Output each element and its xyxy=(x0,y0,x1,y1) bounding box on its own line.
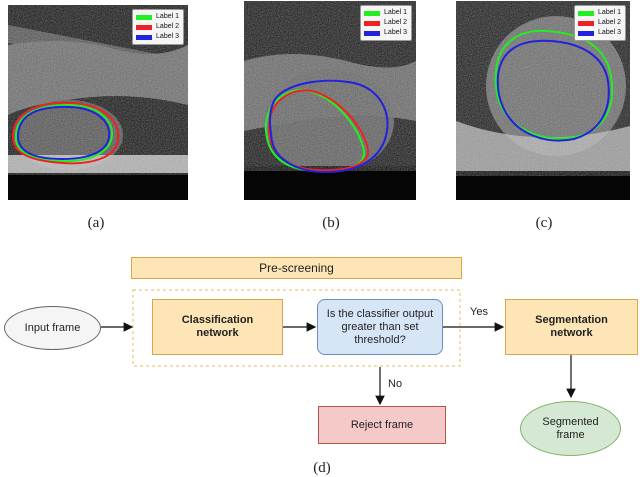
legend-item: Label 2 xyxy=(364,18,407,28)
ultrasound-image-b: Label 1 Label 2 Label 3 xyxy=(244,1,416,200)
legend-swatch xyxy=(136,24,153,30)
no-label: No xyxy=(388,378,403,390)
caption-b: (b) xyxy=(322,215,340,231)
yes-label: Yes xyxy=(470,306,488,318)
legend-swatch xyxy=(364,30,381,36)
contour-label-1 xyxy=(264,89,366,173)
caption-c: (c) xyxy=(535,215,553,231)
legend-label: Label 3 xyxy=(598,29,621,36)
decision-box: Is the classifier output greater than se… xyxy=(317,299,443,355)
legend-swatch xyxy=(136,34,153,40)
ultrasound-image-c: Label 1 Label 2 Label 3 xyxy=(456,1,630,200)
legend-label: Label 1 xyxy=(156,13,179,20)
prescreening-label: Pre-screening xyxy=(259,260,334,275)
input-frame-label: Input frame xyxy=(24,321,81,334)
segmentation-label: Segmentation network xyxy=(535,314,608,339)
legend-label: Label 2 xyxy=(156,23,179,30)
input-frame-node: Input frame xyxy=(4,306,101,350)
legend-label: Label 1 xyxy=(384,9,407,16)
legend: Label 1 Label 2 Label 3 xyxy=(132,9,184,45)
legend-item: Label 1 xyxy=(364,8,407,18)
reject-frame-box: Reject frame xyxy=(318,406,446,444)
classification-network-box: Classification network xyxy=(152,299,283,355)
legend-swatch xyxy=(578,20,595,26)
legend-label: Label 3 xyxy=(156,33,179,40)
legend-item: Label 1 xyxy=(136,12,179,22)
segmentation-network-box: Segmentation network xyxy=(505,299,638,355)
legend-item: Label 2 xyxy=(136,22,179,32)
legend-swatch xyxy=(364,20,381,26)
prescreening-box: Pre-screening xyxy=(131,257,462,279)
legend-label: Label 1 xyxy=(598,9,621,16)
legend: Label 1 Label 2 Label 3 xyxy=(360,5,412,41)
ultrasound-image-a: Label 1 Label 2 Label 3 xyxy=(8,5,188,200)
caption-d: (d) xyxy=(313,460,331,476)
legend-swatch xyxy=(136,14,153,20)
legend-swatch xyxy=(578,30,595,36)
contour-label-2 xyxy=(11,101,120,165)
classification-label: Classification network xyxy=(181,314,254,339)
legend-item: Label 3 xyxy=(364,28,407,38)
contour-label-3 xyxy=(268,79,389,174)
legend-item: Label 3 xyxy=(578,28,621,38)
decision-label: Is the classifier output greater than se… xyxy=(326,307,434,346)
legend-item: Label 3 xyxy=(136,32,179,42)
legend-item: Label 1 xyxy=(578,8,621,18)
legend-label: Label 3 xyxy=(384,29,407,36)
legend-swatch xyxy=(578,10,595,16)
contour-label-3 xyxy=(16,105,111,161)
legend-item: Label 2 xyxy=(578,18,621,28)
segmented-frame-node: Segmented frame xyxy=(520,401,621,456)
legend-label: Label 2 xyxy=(598,19,621,26)
legend-swatch xyxy=(364,10,381,16)
contour-label-3 xyxy=(496,39,610,142)
caption-a: (a) xyxy=(87,215,105,231)
legend-label: Label 2 xyxy=(384,19,407,26)
reject-label: Reject frame xyxy=(350,418,414,431)
segmented-label: Segmented frame xyxy=(542,415,599,441)
legend: Label 1 Label 2 Label 3 xyxy=(574,5,626,41)
